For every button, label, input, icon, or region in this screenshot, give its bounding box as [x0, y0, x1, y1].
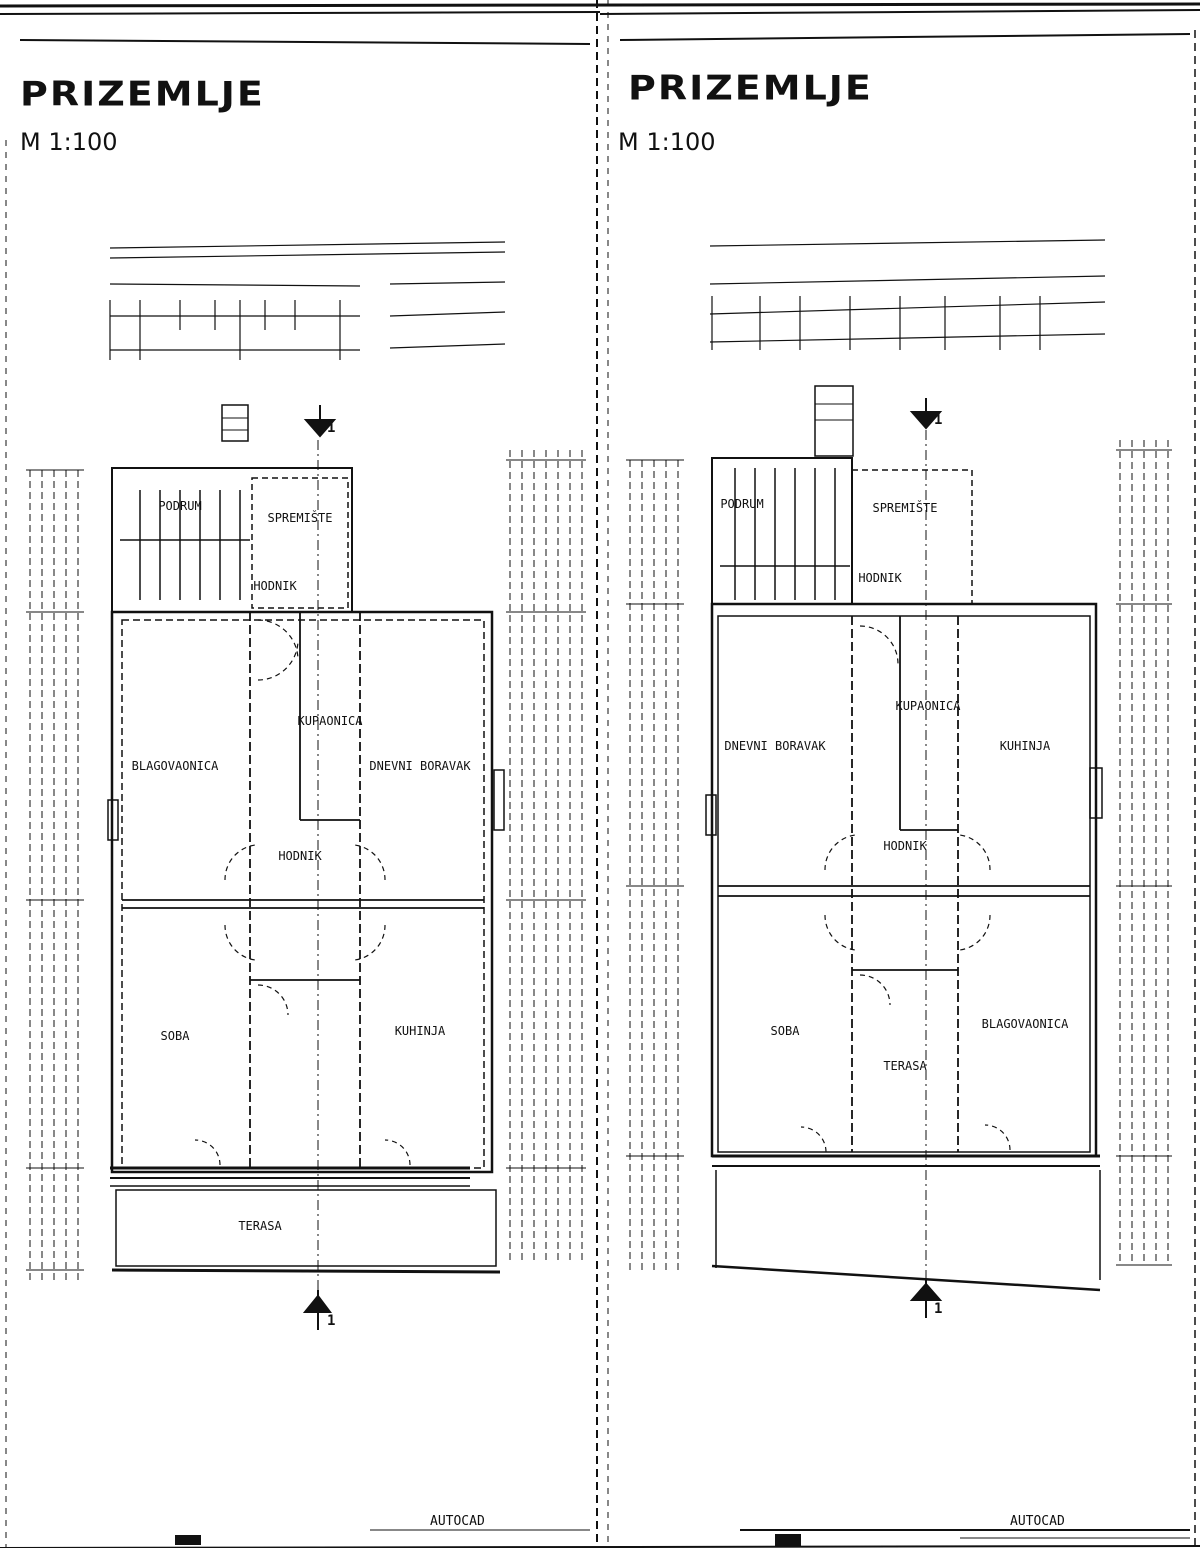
right-section-mark-bottom: 1	[934, 1301, 942, 1317]
left-room-label-hodnik: HODNIK	[278, 849, 322, 863]
left-sheet-plan	[26, 241, 586, 1330]
right-door-swings	[800, 625, 1011, 1153]
left-room-label-soba: SOBA	[160, 1029, 190, 1043]
right-room-label-podrum: PODRUM	[720, 497, 764, 511]
left-room-label-hodnik-upper: HODNIK	[253, 579, 297, 593]
right-room-label-hodnik-upper: HODNIK	[858, 571, 902, 585]
left-room-label-dnevni-boravak: DNEVNI BORAVAK	[369, 759, 471, 773]
right-side-dimensions	[629, 440, 1169, 1270]
left-top-dimension-ticks	[109, 300, 341, 360]
left-top-dimensions	[109, 241, 506, 351]
right-top-dimensions	[709, 239, 1106, 343]
right-room-label-kuhinja: KUHINJA	[999, 739, 1051, 753]
left-side-dimension-ticks	[26, 459, 586, 1271]
right-room-label-terasa: TERASA	[883, 1059, 927, 1073]
left-section-marker-bottom	[302, 1290, 332, 1330]
left-room-label-spremiste: SPREMIŠTE	[267, 511, 333, 525]
left-room-label-podrum: PODRUM	[158, 499, 202, 513]
left-sheet-scale: M 1:100	[20, 128, 118, 156]
right-stairs	[720, 468, 850, 600]
right-room-label-spremiste: SPREMIŠTE	[872, 501, 938, 515]
left-section-mark-bottom: 1	[327, 1313, 335, 1329]
right-room-label-kupaonica: KUPAONICA	[895, 699, 961, 713]
right-room-label-soba: SOBA	[770, 1024, 800, 1038]
left-room-label-blagovaonica: BLAGOVAONICA	[131, 759, 219, 773]
right-sheet-title: PRIZEMLJE	[628, 68, 873, 108]
left-door-swings	[194, 619, 411, 1166]
right-titleblock-text: AUTOCAD	[1010, 1514, 1065, 1529]
right-section-mark-top: 1	[934, 412, 942, 428]
right-sheet-scale: M 1:100	[618, 128, 716, 156]
left-side-dimensions	[29, 450, 583, 1280]
left-section-marker-top	[303, 405, 337, 438]
right-side-dimension-ticks	[626, 449, 1172, 1266]
right-section-marker-top	[909, 398, 943, 430]
left-room-label-kupaonica: KUPAONICA	[297, 714, 363, 728]
right-room-label-hodnik: HODNIK	[883, 839, 927, 853]
right-top-dimension-ticks	[711, 296, 1041, 350]
right-sheet-plan	[107, 239, 1172, 1318]
left-titleblock-text: AUTOCAD	[430, 1514, 485, 1529]
right-interior-walls	[718, 616, 1090, 1152]
right-room-label-dnevni-boravak: DNEVNI BORAVAK	[724, 739, 826, 753]
titleblock-lines	[175, 1529, 1190, 1546]
right-room-label-blagovaonica: BLAGOVAONICA	[981, 1017, 1069, 1031]
right-section-marker-bottom	[909, 1280, 943, 1318]
left-section-mark-top: 1	[327, 420, 335, 436]
left-sheet-title: PRIZEMLJE	[20, 74, 265, 114]
left-stairs	[120, 490, 250, 600]
left-interior-walls	[122, 612, 484, 1168]
left-room-label-terasa: TERASA	[238, 1219, 282, 1233]
left-room-label-kuhinja: KUHINJA	[394, 1024, 446, 1038]
